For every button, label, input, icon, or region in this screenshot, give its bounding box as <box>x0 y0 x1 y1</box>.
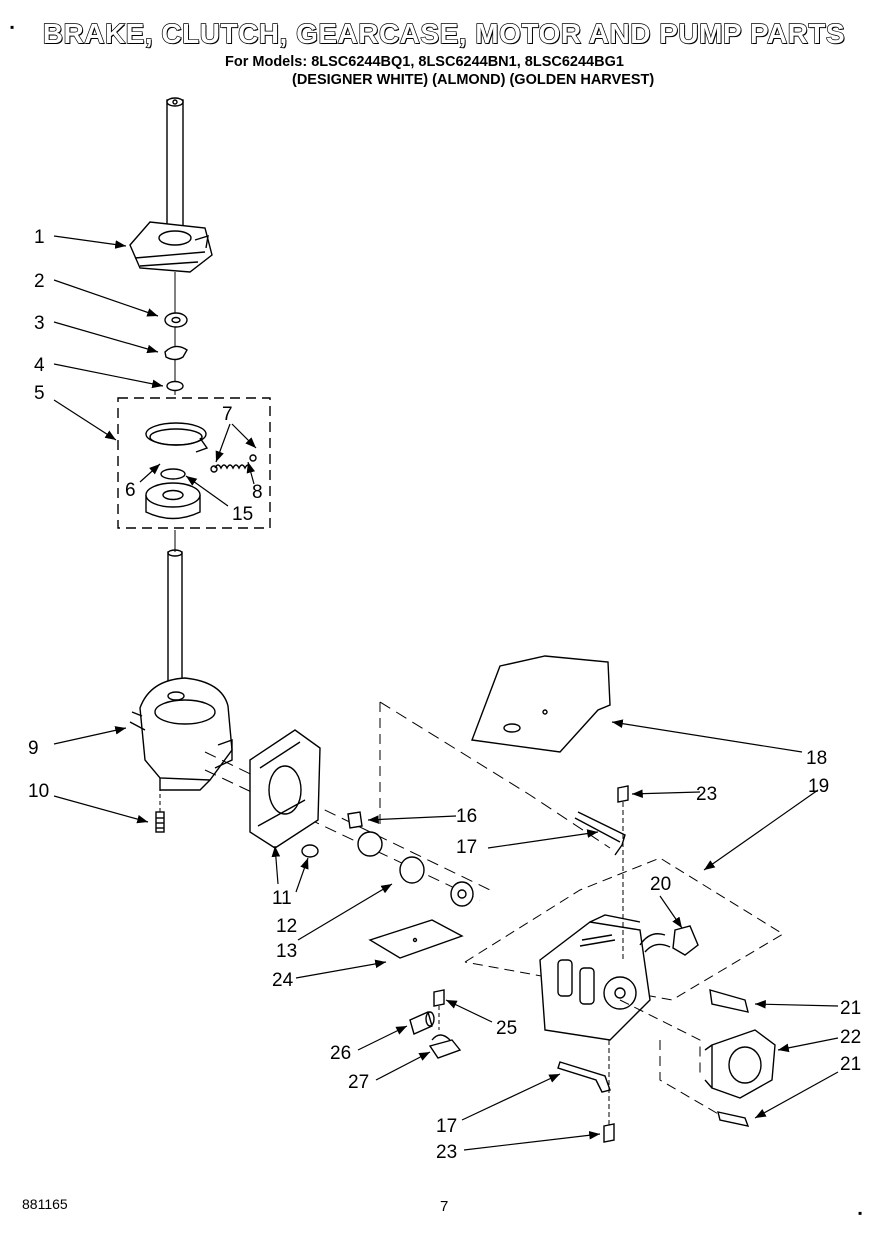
callout-3: 3 <box>34 313 45 334</box>
callout-2: 2 <box>34 271 45 292</box>
callout-1: 1 <box>34 227 45 248</box>
grommet <box>409 1011 435 1035</box>
clutch-spring <box>210 454 257 473</box>
callout-16: 16 <box>456 806 477 827</box>
impeller <box>357 831 474 907</box>
callout-17-lower: 17 <box>436 1116 457 1137</box>
motor-shield <box>471 655 611 753</box>
corner-mark-bottom: ▪ <box>858 1206 863 1220</box>
callout-21-lower: 21 <box>840 1054 861 1075</box>
shaft-lower <box>167 530 183 698</box>
page-number: 7 <box>440 1198 449 1215</box>
models-line: For Models: 8LSC6244BQ1, 8LSC6244BN1, 8L… <box>225 54 624 70</box>
gearcase <box>129 677 233 791</box>
corner-mark: ▪ <box>10 20 15 34</box>
callout-15: 15 <box>232 504 253 525</box>
callout-11: 11 <box>272 888 292 909</box>
cover-plate <box>368 919 464 959</box>
callout-21-upper: 21 <box>840 998 861 1019</box>
clutch-kit-box <box>117 397 271 529</box>
callout-7: 7 <box>222 404 233 425</box>
callout-22: 22 <box>840 1027 861 1048</box>
shaft-upper <box>166 97 184 243</box>
screw-25 <box>433 989 445 1030</box>
pump-plug <box>301 844 319 858</box>
callout-23-upper: 23 <box>696 784 717 805</box>
callout-20: 20 <box>650 874 671 895</box>
drive-motor <box>539 914 651 1041</box>
spring-washer <box>164 345 188 361</box>
callout-8: 8 <box>252 482 263 503</box>
callout-17-upper: 17 <box>456 837 477 858</box>
callout-25: 25 <box>496 1018 517 1039</box>
pump-gasket <box>249 729 321 849</box>
leader-lines <box>53 235 839 1151</box>
callout-13: 13 <box>276 941 297 962</box>
callout-4: 4 <box>34 355 45 376</box>
washer <box>164 312 188 328</box>
clutch-band <box>145 422 209 453</box>
pump-clip-upper <box>709 989 749 1013</box>
callout-19: 19 <box>808 776 829 797</box>
page-title: BRAKE, CLUTCH, GEARCASE, MOTOR AND PUMP … <box>42 17 846 49</box>
motor-clip-upper <box>574 811 626 856</box>
document-number: 881165 <box>22 1196 68 1212</box>
callout-26: 26 <box>330 1043 351 1064</box>
brake-assembly <box>129 221 213 273</box>
pump-screw <box>347 811 363 829</box>
pump-housing <box>704 1029 776 1099</box>
callout-6: 6 <box>125 480 136 501</box>
callout-12: 12 <box>276 916 297 937</box>
screw <box>155 780 165 833</box>
pump-clip-lower <box>717 1111 750 1127</box>
callout-23-lower: 23 <box>436 1142 457 1163</box>
motor-switch <box>639 925 699 956</box>
callout-18: 18 <box>806 748 827 769</box>
callout-labels: 1 2 3 4 5 6 7 8 9 10 11 12 13 15 16 17 1… <box>28 227 861 1163</box>
screw-lower <box>603 1040 615 1143</box>
motor-clip-lower <box>557 1061 611 1093</box>
clamp <box>428 1034 462 1059</box>
callout-10: 10 <box>28 781 49 802</box>
colors-line: (DESIGNER WHITE) (ALMOND) (GOLDEN HARVES… <box>292 72 655 88</box>
clutch-pulley <box>145 468 201 520</box>
callout-9: 9 <box>28 738 39 759</box>
retaining-ring <box>166 380 184 392</box>
callout-27: 27 <box>348 1072 369 1093</box>
screw-upper <box>617 785 629 960</box>
callout-5: 5 <box>34 383 45 404</box>
callout-24: 24 <box>272 970 294 991</box>
